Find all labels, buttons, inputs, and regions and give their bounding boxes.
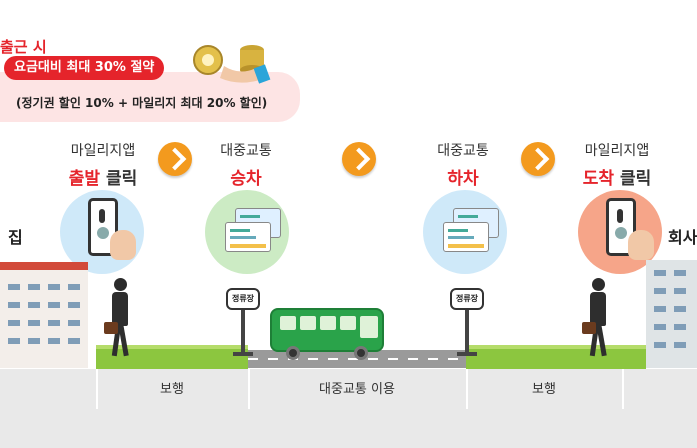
office-building-icon: [646, 260, 697, 368]
step-arrive-suffix: 클릭: [614, 169, 652, 189]
walk-path-left: [96, 345, 248, 369]
divider: [248, 369, 250, 409]
step-alight-keyword: 하차: [447, 169, 479, 189]
step-arrive-line1: 마일리지앱: [584, 143, 650, 159]
apartment-building-icon: [0, 270, 88, 368]
bus-stop-label: 정류장: [226, 288, 260, 310]
step-arrive: 마일리지앱 도착 클릭: [557, 140, 677, 189]
walk-path-right: [466, 345, 646, 369]
bus-stop-label: 정류장: [450, 288, 484, 310]
coins-hand-icon: [193, 45, 271, 84]
step-alight: 대중교통 하차: [403, 140, 523, 189]
ground-base: [0, 369, 697, 448]
step-depart-line1: 마일리지앱: [70, 143, 136, 159]
transit-card-alight-icon: [423, 190, 507, 274]
step-alight-line1: 대중교통: [437, 143, 489, 159]
phone-arrive-icon: [578, 190, 662, 274]
arrow-right-icon: [158, 142, 192, 176]
bus-stop-sign-right: 정류장: [450, 288, 484, 358]
step-depart: 마일리지앱 출발 클릭: [43, 140, 163, 189]
step-board: 대중교통 승차: [186, 140, 306, 189]
place-home: 집: [8, 228, 23, 247]
place-office: 회사: [668, 228, 697, 247]
bus-icon: [270, 308, 384, 360]
divider: [622, 369, 624, 409]
phone-depart-icon: [60, 190, 144, 274]
step-depart-keyword: 출발: [68, 169, 101, 189]
label-transit: 대중교통 이용: [319, 382, 395, 397]
label-walk-right: 보행: [532, 382, 556, 397]
step-board-keyword: 승차: [230, 169, 262, 189]
walking-person-icon: [582, 278, 612, 360]
divider: [96, 369, 98, 409]
bus-stop-sign-left: 정류장: [226, 288, 260, 358]
walking-person-icon: [104, 278, 134, 360]
step-arrive-keyword: 도착: [582, 169, 615, 189]
divider: [466, 369, 468, 409]
transit-card-board-icon: [205, 190, 289, 274]
label-walk-left: 보행: [160, 382, 184, 397]
arrow-right-icon: [521, 142, 555, 176]
header-subtitle: (정기권 할인 10% + 마일리지 최대 20% 할인): [16, 96, 268, 110]
header-savings-pill: 요금대비 최대 30% 절약: [4, 56, 165, 80]
step-depart-suffix: 클릭: [100, 169, 138, 189]
step-board-line1: 대중교통: [220, 143, 272, 159]
header-title: 출근 시: [0, 38, 47, 56]
arrow-right-icon: [342, 142, 376, 176]
